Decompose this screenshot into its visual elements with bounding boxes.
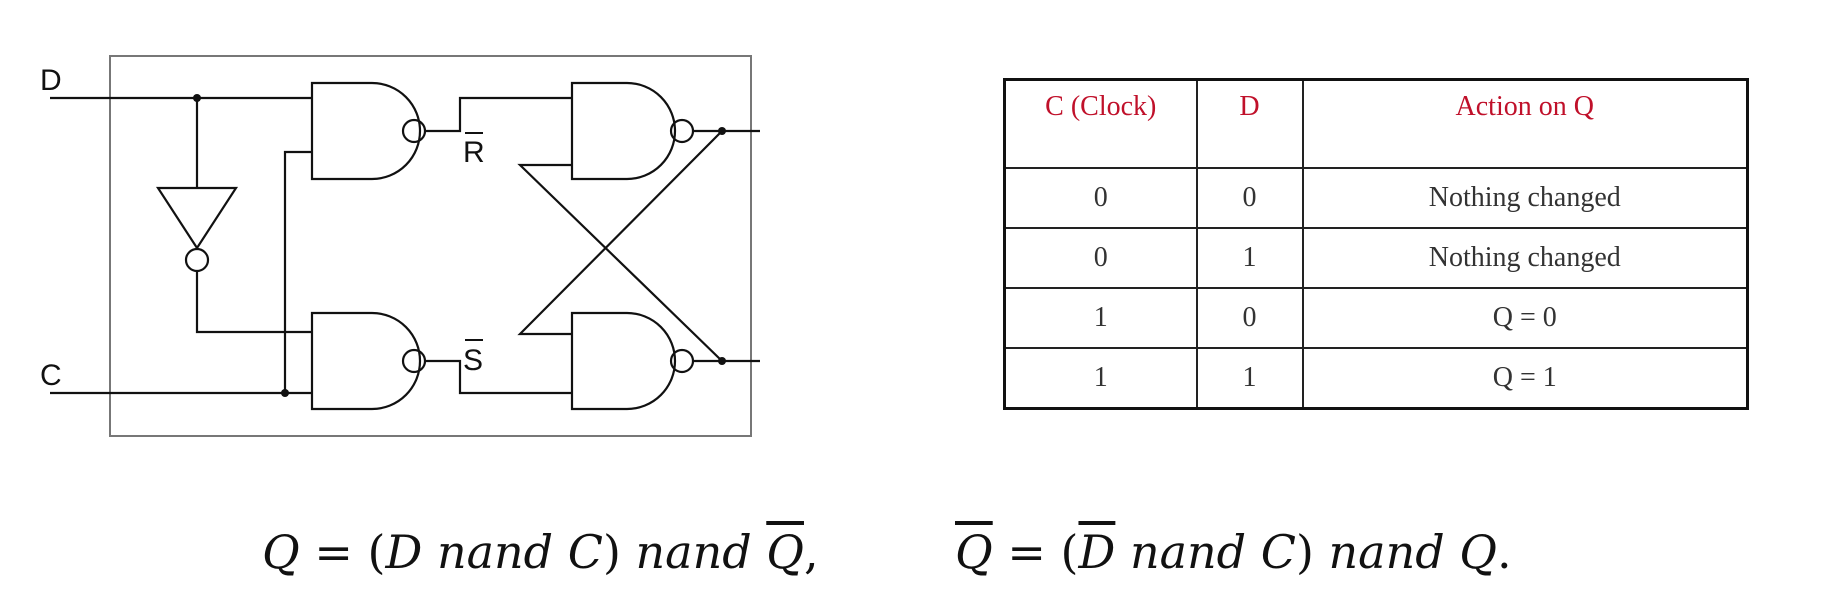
junction-q-bar (718, 357, 726, 365)
cell-action: Nothing changed (1301, 167, 1749, 229)
cell-clock: 0 (1003, 167, 1198, 229)
eq-q-close-paren: ) (602, 525, 621, 579)
table-row: 0 1 Nothing changed (1003, 227, 1749, 289)
wire-inverter-out (195, 272, 312, 334)
equation-q: Q = (D nand C) nand Q, (262, 525, 819, 579)
cell-d: 0 (1195, 287, 1304, 349)
cell-d: 1 (1195, 227, 1304, 289)
nand-gate-1 (310, 81, 422, 181)
table-row: 1 0 Q = 0 (1003, 287, 1749, 349)
eq-qbar-op2: nand (1328, 525, 1445, 579)
nand-gate-4 (570, 311, 677, 411)
eq-qbar-end: . (1496, 525, 1512, 579)
cell-action: Q = 0 (1301, 287, 1749, 349)
truth-table: C (Clock) D Action on Q 0 0 Nothing chan… (1003, 78, 1749, 410)
header-d: D (1195, 78, 1304, 169)
eq-qbar-d: D (1078, 525, 1116, 579)
junction-c (281, 389, 289, 397)
nand-gate-2-bubble (401, 348, 427, 374)
eq-q-equals: = (314, 525, 353, 579)
table-row: 0 0 Nothing changed (1003, 167, 1749, 229)
equation-q-bar: Q = (D nand C) nand Q. (955, 525, 1512, 579)
cell-clock: 1 (1003, 287, 1198, 349)
eq-qbar-c: C (1260, 525, 1296, 579)
eq-qbar-open-paren: ( (1060, 525, 1079, 579)
wire-s-bar (425, 359, 572, 395)
nand-gate-3 (570, 81, 677, 181)
eq-qbar-equals: = (1007, 525, 1046, 579)
eq-q-open-paren: ( (367, 525, 386, 579)
wire-r-bar (425, 96, 572, 133)
eq-qbar-close-paren: ) (1295, 525, 1314, 579)
inverter-bubble (184, 247, 210, 273)
cell-clock: 1 (1003, 347, 1198, 410)
cell-action: Q = 1 (1301, 347, 1749, 410)
cell-d: 0 (1195, 167, 1304, 229)
circuit-frame (109, 55, 752, 437)
header-action: Action on Q (1301, 78, 1749, 169)
eq-q-op2: nand (635, 525, 752, 579)
label-r-bar: R (463, 136, 485, 169)
eq-qbar-op1: nand (1129, 525, 1247, 579)
nand-gate-2 (310, 311, 422, 411)
wire-feedback-q (517, 130, 723, 336)
header-clock: C (Clock) (1003, 78, 1198, 169)
d-latch-circuit: D C R S Q Q (40, 55, 760, 437)
eq-q-c: C (567, 525, 603, 579)
eq-q-end: , (803, 525, 819, 579)
eq-q-feedback: Q (766, 525, 804, 579)
table-row: 1 1 Q = 1 (1003, 347, 1749, 410)
label-d: D (40, 64, 62, 97)
junction-q (718, 127, 726, 135)
cell-d: 1 (1195, 347, 1304, 410)
eq-qbar-feedback: Q (1459, 525, 1497, 579)
label-s-bar: S (463, 344, 483, 377)
eq-q-op1: nand (436, 525, 554, 579)
equations: Q = (D nand C) nand Q, Q = (D nand C) na… (0, 525, 1832, 595)
junction-d (193, 94, 201, 102)
wire-clock-branch (283, 150, 312, 393)
wire-feedback-q-bar (517, 163, 723, 362)
cell-action: Nothing changed (1301, 227, 1749, 289)
cell-clock: 0 (1003, 227, 1198, 289)
table-header-row: C (Clock) D Action on Q (1003, 78, 1749, 169)
eq-q-d: D (385, 525, 423, 579)
inverter-gate (155, 186, 239, 251)
nand-gate-1-bubble (401, 118, 427, 144)
label-c: C (40, 359, 62, 392)
eq-q-lhs: Q (262, 525, 300, 579)
eq-qbar-lhs: Q (955, 525, 993, 579)
